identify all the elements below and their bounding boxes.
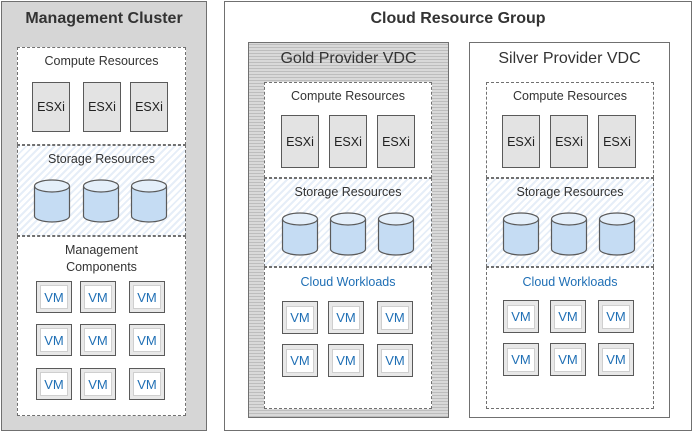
vm-label: VM — [133, 285, 161, 309]
gold-workloads-label: Cloud Workloads — [300, 275, 396, 289]
vm-box: VM — [598, 300, 634, 333]
vm-label: VM — [381, 305, 409, 330]
vm-label: VM — [332, 305, 360, 330]
vm-label: VM — [332, 348, 360, 373]
management-storage-label: Storage Resources — [47, 152, 155, 166]
management-compute-label: Compute Resources — [44, 54, 159, 68]
silver-compute-label: Compute Resources — [513, 89, 627, 103]
vm-label: VM — [286, 305, 314, 330]
vm-box: VM — [550, 300, 586, 333]
vm-label: VM — [84, 285, 112, 309]
gold-vdc-title: Gold Provider VDC — [280, 50, 417, 67]
management-cluster-title: Management Cluster — [25, 10, 183, 27]
vm-label: VM — [84, 372, 112, 396]
vm-label: VM — [507, 304, 535, 329]
vm-box: VM — [282, 344, 318, 377]
database-cylinder-icon — [82, 179, 120, 223]
vm-box: VM — [36, 281, 72, 313]
vm-box: VM — [36, 368, 72, 400]
vm-box: VM — [328, 301, 364, 334]
silver-workloads-label: Cloud Workloads — [522, 275, 618, 289]
vm-box: VM — [129, 324, 165, 356]
database-cylinder-icon — [598, 212, 636, 256]
vm-box: VM — [282, 301, 318, 334]
vm-box: VM — [129, 368, 165, 400]
gold-compute-label: Compute Resources — [291, 89, 405, 103]
vm-label: VM — [40, 372, 68, 396]
esxi-host: ESXi — [329, 115, 367, 168]
esxi-host: ESXi — [502, 115, 540, 168]
vm-box: VM — [80, 368, 116, 400]
cloud-resource-group-title: Cloud Resource Group — [370, 10, 546, 27]
vm-label: VM — [133, 372, 161, 396]
vm-box: VM — [598, 343, 634, 376]
database-cylinder-icon — [329, 212, 367, 256]
esxi-host: ESXi — [83, 82, 121, 132]
vm-label: VM — [40, 328, 68, 352]
esxi-host: ESXi — [598, 115, 636, 168]
vm-box: VM — [377, 301, 413, 334]
vm-label: VM — [602, 304, 630, 329]
database-cylinder-icon — [550, 212, 588, 256]
silver-storage-label: Storage Resources — [516, 185, 624, 199]
vm-box: VM — [503, 300, 539, 333]
esxi-host: ESXi — [32, 82, 70, 132]
vm-label: VM — [554, 304, 582, 329]
esxi-host: ESXi — [281, 115, 319, 168]
silver-workloads-zone: Cloud Workloads — [486, 267, 654, 409]
vm-label: VM — [286, 348, 314, 373]
vm-label: VM — [40, 285, 68, 309]
vm-label: VM — [507, 347, 535, 372]
vm-box: VM — [550, 343, 586, 376]
esxi-host: ESXi — [130, 82, 168, 132]
vm-label: VM — [84, 328, 112, 352]
database-cylinder-icon — [377, 212, 415, 256]
database-cylinder-icon — [502, 212, 540, 256]
vm-box: VM — [328, 344, 364, 377]
vm-label: VM — [381, 348, 409, 373]
vm-label: VM — [602, 347, 630, 372]
database-cylinder-icon — [130, 179, 168, 223]
vm-box: VM — [129, 281, 165, 313]
vm-box: VM — [377, 344, 413, 377]
vm-box: VM — [80, 281, 116, 313]
vm-box: VM — [503, 343, 539, 376]
vm-box: VM — [80, 324, 116, 356]
esxi-host: ESXi — [550, 115, 588, 168]
database-cylinder-icon — [281, 212, 319, 256]
gold-workloads-zone: Cloud Workloads — [264, 267, 432, 409]
esxi-host: ESXi — [377, 115, 415, 168]
gold-storage-label: Storage Resources — [294, 185, 402, 199]
vm-label: VM — [133, 328, 161, 352]
management-components-label: Management Components — [65, 243, 138, 274]
vm-box: VM — [36, 324, 72, 356]
database-cylinder-icon — [33, 179, 71, 223]
silver-vdc-title: Silver Provider VDC — [498, 50, 641, 67]
vm-label: VM — [554, 347, 582, 372]
